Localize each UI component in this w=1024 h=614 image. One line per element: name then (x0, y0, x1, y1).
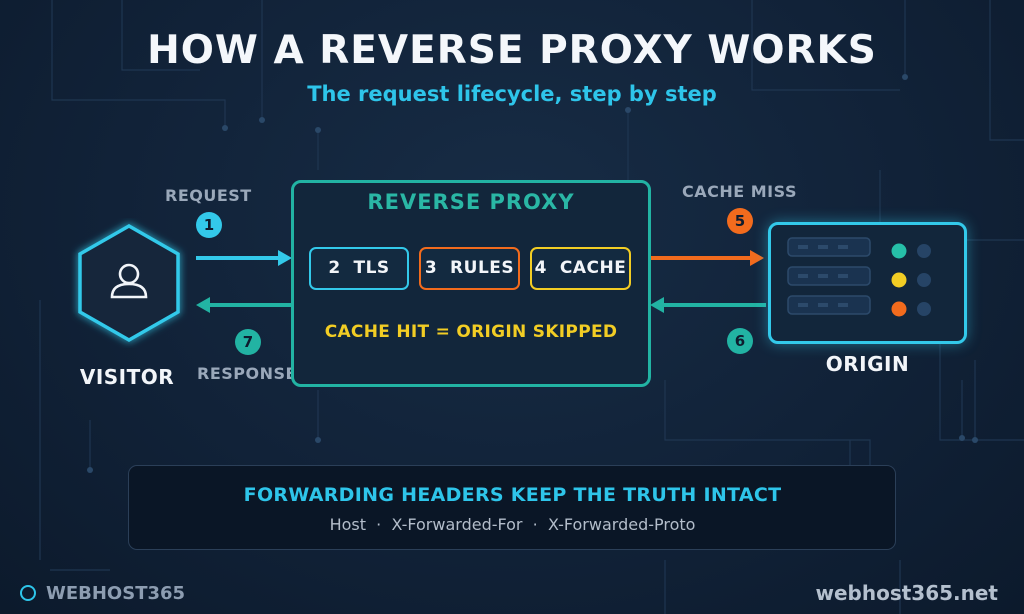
reverse-proxy-title: REVERSE PROXY (367, 190, 575, 214)
header-x-forwarded-proto: X-Forwarded-Proto (547, 515, 696, 534)
visitor-label: VISITOR (79, 365, 175, 389)
header-separator: · (532, 515, 538, 534)
cache-hit-note: CACHE HIT = ORIGIN SKIPPED (324, 322, 618, 342)
origin-label: ORIGIN (825, 352, 910, 376)
step-label: CACHE (559, 258, 627, 278)
brand-url: webhost365.net (815, 581, 998, 605)
cache-miss-label: CACHE MISS (682, 182, 797, 201)
logo-ring-icon (20, 585, 36, 601)
forwarding-headers-panel (128, 465, 896, 550)
step-number: 3 (424, 258, 438, 278)
step-label: TLS (353, 258, 390, 278)
step-badge-5: 5 (727, 208, 753, 234)
step-cache: 4 CACHE (530, 247, 631, 290)
page-subtitle: The request lifecycle, step by step (307, 82, 717, 106)
step-number: 2 (328, 258, 341, 278)
step-badge-7: 7 (235, 329, 261, 355)
header-host: Host (329, 515, 366, 534)
page-title: HOW A REVERSE PROXY WORKS (147, 28, 877, 73)
forwarding-headers-list: Host · X-Forwarded-For · X-Forwarded-Pro… (128, 515, 897, 534)
step-tls: 2 TLS (309, 247, 409, 290)
step-badge-6: 6 (727, 328, 753, 354)
forwarding-headers-title: FORWARDING HEADERS KEEP THE TRUTH INTACT (243, 484, 782, 506)
visitor-hexagon (78, 223, 180, 343)
step-rules: 3 RULES (419, 247, 520, 290)
brand-logo: WEBHOST365 (20, 583, 185, 604)
step-number: 4 (534, 258, 548, 278)
step-badge-1: 1 (196, 212, 222, 238)
step-label: RULES (450, 258, 515, 278)
header-x-forwarded-for: X-Forwarded-For (391, 515, 523, 534)
server-rack-icon (787, 237, 931, 317)
user-icon (110, 263, 148, 299)
brand-name: WEBHOST365 (46, 583, 186, 604)
response-label: RESPONSE (197, 364, 297, 383)
request-label: REQUEST (165, 186, 252, 205)
header-separator: · (376, 515, 382, 534)
